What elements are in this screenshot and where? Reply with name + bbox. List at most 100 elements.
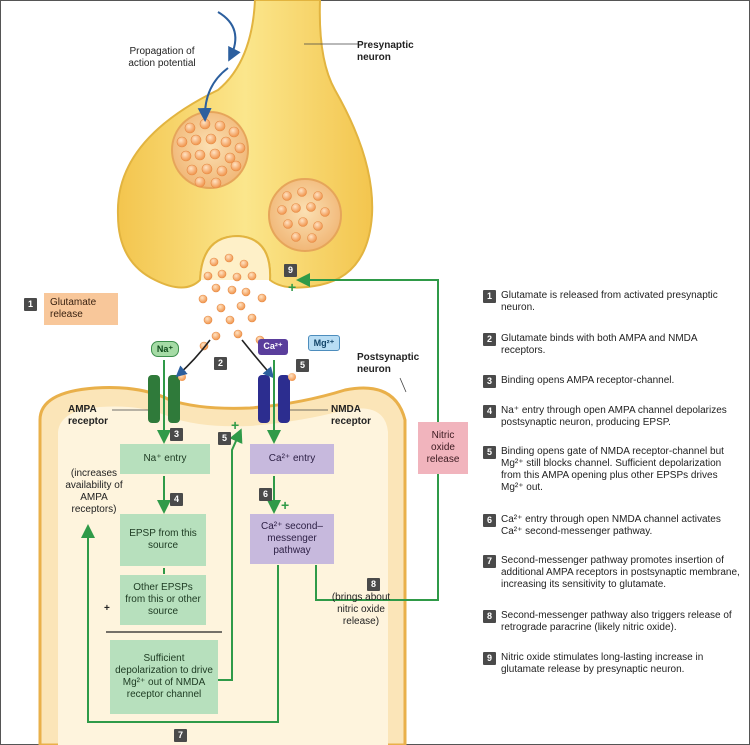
step-item-4: 4 Na⁺ entry through open AMPA channel dep…	[483, 405, 745, 429]
glutamate-dot	[180, 150, 192, 162]
step-number: 7	[483, 555, 496, 568]
step-text: Second-messenger pathway promotes insert…	[501, 555, 740, 590]
marker-9: 9	[284, 264, 297, 277]
glutamate-dot	[241, 287, 251, 297]
glutamate-dot	[236, 301, 246, 311]
marker-4: 4	[170, 493, 183, 506]
ampa-receptor-channel	[148, 373, 186, 423]
glutamate-dot	[298, 217, 308, 227]
step-text: Glutamate is released from activated pre…	[501, 290, 718, 313]
glutamate-dot	[239, 259, 249, 269]
glutamate-dot	[227, 285, 237, 295]
ca-second-messenger-box: Ca²⁺ second– messenger pathway	[250, 514, 334, 564]
step-number: 6	[483, 514, 496, 527]
nitric-oxide-box: Nitric oxide release	[418, 422, 468, 474]
glutamate-dot	[216, 303, 226, 313]
marker-1: 1	[24, 298, 37, 311]
step-number: 2	[483, 333, 496, 346]
glutamate-dot	[199, 118, 211, 130]
glutamate-dot	[306, 202, 316, 212]
marker-5: 5	[218, 432, 231, 445]
glutamate-dot	[216, 165, 228, 177]
step-item-2: 2 Glutamate binds with both AMPA and NMDA…	[483, 333, 745, 357]
plus-sign: +	[281, 497, 290, 513]
glutamate-dot	[209, 257, 219, 267]
glutamate-dot	[247, 313, 257, 323]
glutamate-dot	[186, 164, 198, 176]
marker-8: 8	[367, 578, 380, 591]
glutamate-dot	[203, 271, 213, 281]
glutamate-dot	[291, 232, 301, 242]
glutamate-dot	[320, 207, 330, 217]
brings-about-label: (brings about nitric oxide release)	[331, 592, 391, 627]
glutamate-dot	[210, 177, 222, 189]
step-item-7: 7 Second-messenger pathway promotes inser…	[483, 555, 745, 591]
nmda-receptor-channel	[258, 373, 296, 423]
step-number: 9	[483, 652, 496, 665]
increases-label: (increases availability of AMPA receptor…	[65, 468, 123, 515]
glutamate-dot	[190, 134, 202, 146]
glutamate-dot	[257, 293, 267, 303]
glutamate-dot	[313, 191, 323, 201]
step-number: 3	[483, 375, 496, 388]
sodium-ion: Na⁺	[151, 341, 179, 357]
glutamate-dot	[194, 149, 206, 161]
glutamate-dot	[233, 329, 243, 339]
glutamate-dot	[176, 136, 188, 148]
glutamate-dot	[291, 203, 301, 213]
plus-sign: +	[104, 603, 110, 614]
propagation-label: Propagation of action potential	[128, 46, 196, 69]
plus-sign: +	[231, 417, 240, 433]
glutamate-dot	[214, 120, 226, 132]
glutamate-dot	[217, 269, 227, 279]
step-text: Glutamate binds with both AMPA and NMDA …	[501, 333, 698, 356]
glutamate-dot	[225, 315, 235, 325]
glutamate-dot	[230, 160, 242, 172]
epsp-box: EPSP from this source	[120, 514, 206, 566]
magnesium-ion: Mg²⁺	[308, 335, 340, 351]
glutamate-dot	[224, 253, 234, 263]
glutamate-dot	[228, 126, 240, 138]
marker-5: 5	[296, 359, 309, 372]
glutamate-dot	[198, 294, 208, 304]
ca-entry-box: Ca²⁺ entry	[250, 444, 334, 474]
glutamate-dot	[307, 233, 317, 243]
glutamate-dot	[194, 176, 206, 188]
postsynaptic-label: Postsynaptic neuron	[357, 352, 420, 375]
nmda-receptor-label: NMDA receptor	[331, 404, 372, 427]
step-text: Nitric oxide stimulates long-lasting inc…	[501, 652, 704, 675]
step-number: 4	[483, 405, 496, 418]
glutamate-dot	[283, 219, 293, 229]
glutamate-dot	[277, 205, 287, 215]
glutamate-dot	[297, 187, 307, 197]
glutamate-dot	[211, 331, 221, 341]
ampa-receptor-label: AMPA receptor	[68, 404, 109, 427]
glutamate-dot	[313, 221, 323, 231]
plus-sign: +	[288, 279, 297, 295]
marker-2: 2	[214, 357, 227, 370]
glutamate-dot	[282, 191, 292, 201]
synaptic-vesicles	[171, 111, 342, 252]
step-number: 8	[483, 610, 496, 623]
glutamate-dot	[234, 142, 246, 154]
marker-6: 6	[259, 488, 272, 501]
glutamate-dot	[203, 315, 213, 325]
glutamate-dot	[220, 136, 232, 148]
marker-3: 3	[170, 428, 183, 441]
pathway-arrows	[81, 273, 439, 723]
glutamate-dot	[232, 272, 242, 282]
calcium-ion: Ca²⁺	[258, 339, 288, 355]
glutamate-release-box: Glutamate release	[44, 293, 118, 325]
other-epsps-box: Other EPSPs from this or other source	[120, 575, 206, 625]
step-item-9: 9 Nitric oxide stimulates long-lasting in…	[483, 652, 745, 676]
step-text: Na⁺ entry through open AMPA channel depo…	[501, 405, 727, 428]
step-text: Binding opens gate of NMDA receptor-chan…	[501, 446, 724, 493]
sufficient-depolarization-box: Sufficient depolarization to drive Mg²⁺ …	[110, 640, 218, 714]
glutamate-dot	[184, 122, 196, 134]
presynaptic-label: Presynaptic neuron	[357, 40, 414, 63]
